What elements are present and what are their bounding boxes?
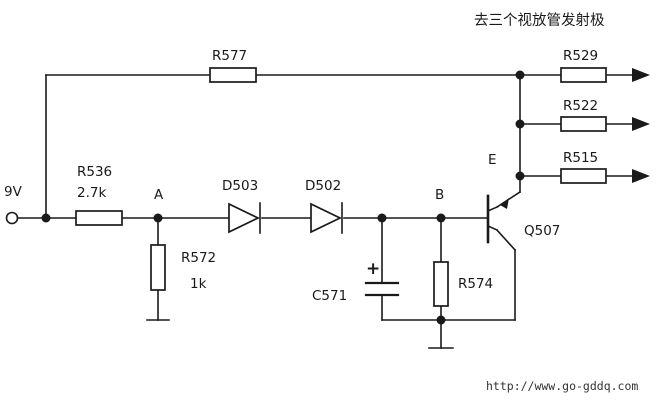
- input-label: 9V: [4, 184, 23, 200]
- junction-dot: [436, 213, 446, 223]
- resistor-r522: [560, 116, 607, 132]
- junction-dot: [41, 213, 51, 223]
- junction-dot: [377, 213, 387, 223]
- r574-label: R574: [458, 276, 493, 292]
- arrow-right-icon: [632, 169, 650, 183]
- junctions: [41, 70, 525, 325]
- r536-value: 2.7k: [77, 185, 106, 201]
- r529-label: R529: [563, 48, 598, 64]
- diode-d503: [228, 202, 261, 234]
- r536-label: R536: [77, 164, 112, 180]
- input-terminal: [5, 211, 19, 225]
- r522-label: R522: [563, 98, 598, 114]
- junction-dot: [153, 213, 163, 223]
- diode-d502: [310, 202, 343, 234]
- resistor-r515: [560, 168, 607, 184]
- transistor-q507: [486, 194, 509, 244]
- resistor-r536: [75, 210, 123, 226]
- r572-label: R572: [181, 250, 216, 266]
- d503-label: D503: [222, 178, 258, 194]
- capacitor-c571: [364, 281, 400, 297]
- capacitor-polarity-mark: +: [366, 259, 380, 279]
- node-b-label: B: [435, 187, 444, 203]
- caption-text: 去三个视放管发射极: [474, 12, 605, 29]
- resistor-r574: [433, 261, 449, 307]
- junction-dot: [515, 171, 525, 181]
- junction-dot: [515, 119, 525, 129]
- c571-label: C571: [312, 288, 347, 304]
- r515-label: R515: [563, 150, 598, 166]
- watermark-url: http://www.go-gddq.com: [486, 379, 638, 393]
- junction-dot: [436, 315, 446, 325]
- r572-value: 1k: [190, 276, 207, 292]
- wires: [17, 74, 635, 349]
- r577-label: R577: [212, 48, 247, 64]
- junction-dot: [515, 70, 525, 80]
- resistor-r577: [209, 67, 257, 83]
- emitter-arrow-icon: [500, 198, 509, 209]
- arrow-right-icon: [632, 68, 650, 82]
- resistor-r529: [560, 67, 607, 83]
- node-a-label: A: [154, 187, 164, 203]
- wire-collector: [495, 228, 517, 252]
- q507-label: Q507: [524, 223, 560, 239]
- node-e-label: E: [488, 152, 497, 168]
- resistor-r572: [150, 244, 166, 291]
- d502-label: D502: [305, 178, 341, 194]
- arrow-right-icon: [632, 117, 650, 131]
